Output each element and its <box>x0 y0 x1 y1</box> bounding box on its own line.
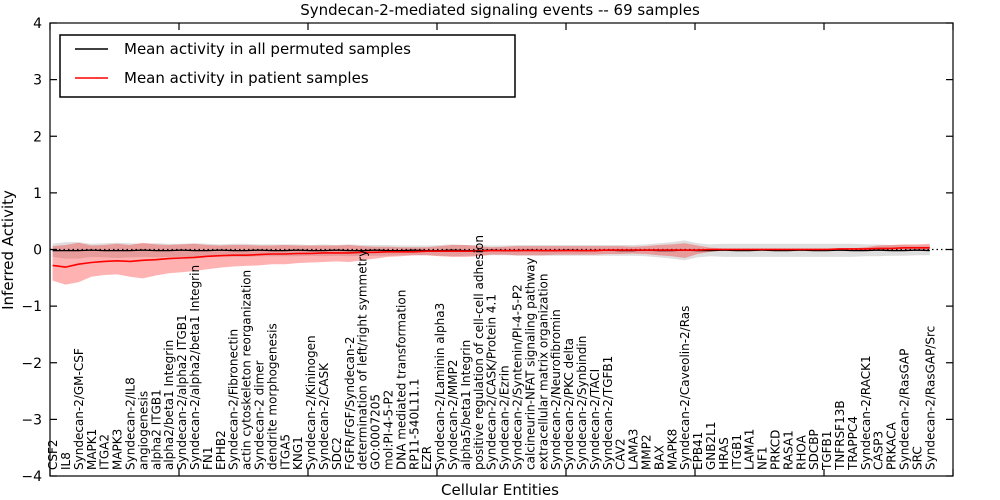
category-label: determination of left/right symmetry <box>356 250 370 470</box>
category-label: Syndecan-2/CASK <box>317 362 331 470</box>
category-label: Syndecan-2/IL8 <box>124 377 138 470</box>
category-label: MAPK3 <box>111 429 125 470</box>
category-label: FGFR/FGF/Syndecan-2 <box>343 337 357 470</box>
category-label: Syndecan-2/Caveolin-2/Ras <box>678 306 692 470</box>
category-label: PRKACA <box>885 421 899 470</box>
y-tick-label: −3 <box>21 412 42 428</box>
category-label: EPHB2 <box>214 430 228 470</box>
category-label: TNFRSF13B <box>833 400 847 471</box>
category-label: HRAS <box>717 437 731 470</box>
series-lines <box>50 247 953 268</box>
category-label: Syndecan-2 dimer <box>253 360 267 470</box>
category-label: Syndecan-2/RasGAP <box>898 349 912 470</box>
category-label: EPB41 <box>691 432 705 470</box>
category-label: ITGB1 <box>730 434 744 470</box>
category-label: extracellular matrix organization <box>536 274 550 471</box>
category-label: actin cytoskeleton reorganization <box>240 270 254 470</box>
axis-ticks <box>49 22 954 477</box>
x-axis-label: Cellular Entities <box>441 481 559 499</box>
category-label: Syndecan-2/Syntenin/PI-4-5-P2 <box>511 284 525 470</box>
category-label: RP11-540L11.1 <box>407 379 421 470</box>
category-label: Syndecan-2/alpha2/beta1 Integrin <box>188 265 202 470</box>
category-label: FN1 <box>201 446 215 470</box>
category-label: GO:0007205 <box>369 394 383 470</box>
y-tick-label: 2 <box>33 129 42 145</box>
legend-label-patient: Mean activity in patient samples <box>124 69 369 87</box>
category-label: MMP2 <box>640 434 654 470</box>
legend-box <box>59 34 516 98</box>
category-label: Syndecan-2/GM-CSF <box>72 348 86 470</box>
category-label: LAMA3 <box>627 429 641 470</box>
category-label: TGFB1 <box>820 431 834 471</box>
category-label: calcineurin-NFAT signaling pathway <box>523 257 537 470</box>
category-label: TRAPPC4 <box>846 416 860 471</box>
y-axis-label: Inferred Activity <box>0 190 17 310</box>
category-label: RHOA <box>794 434 808 470</box>
y-tick-label: 4 <box>33 16 42 32</box>
chart-title: Syndecan-2-mediated signaling events -- … <box>300 1 700 19</box>
category-label: Syndecan-2/Laminin alpha3 <box>433 303 447 470</box>
category-label: SDC2 <box>330 437 344 470</box>
category-label: ITGA5 <box>278 434 292 470</box>
category-label: ITGA2 <box>98 434 112 470</box>
category-label: MAPK8 <box>665 429 679 470</box>
patient-mean-line <box>52 247 930 268</box>
category-label: SDCBP <box>807 429 821 470</box>
category-label: CSF2 <box>46 439 60 470</box>
category-label: Syndecan-2/MMP2 <box>446 360 460 470</box>
category-label: Syndecan-2/TACI <box>588 369 602 470</box>
category-label: BAX <box>652 445 666 470</box>
legend-label-permuted: Mean activity in all permuted samples <box>124 40 411 58</box>
category-label: PRKCD <box>769 430 783 470</box>
category-label: alpha5/beta1 Integrin <box>459 340 473 470</box>
category-label: alpha2/beta1 Integrin <box>162 340 176 470</box>
category-label: KNG1 <box>291 436 305 470</box>
category-label: EZR <box>420 446 434 470</box>
category-label: IL8 <box>59 452 73 470</box>
category-label: SRC <box>910 446 924 470</box>
category-label: NF1 <box>756 446 770 470</box>
category-label: Syndecan-2/TGFB1 <box>601 356 615 470</box>
category-label: Syndecan-2/Ezrin <box>498 365 512 470</box>
category-label: Syndecan-2/Fibronectin <box>227 329 241 470</box>
category-label: angiogenesis <box>136 391 150 470</box>
category-label: Syndecan-2/Kininogen <box>304 335 318 470</box>
category-label: dendrite morphogenesis <box>265 323 279 470</box>
category-label: Syndecan-2/Synbindin <box>575 336 589 470</box>
patient-samples-range-band <box>52 242 930 285</box>
category-label: Syndecan-2/alpha2 ITGB1 <box>175 314 189 470</box>
y-tick-label: −2 <box>21 356 42 372</box>
category-label: Syndecan-2/RasGAP/Src <box>923 326 937 470</box>
y-tick-labels: −4 −3 −2 −1 0 1 2 3 4 <box>21 16 42 485</box>
category-label: CASP3 <box>872 431 886 470</box>
y-tick-label: 1 <box>33 186 42 202</box>
category-label: LAMA1 <box>743 429 757 470</box>
category-label: Syndecan-2/RACK1 <box>859 355 873 470</box>
category-label: DNA mediated transformation <box>394 290 408 470</box>
category-labels: CSF2IL8Syndecan-2/GM-CSFMAPK1ITGA2MAPK3S… <box>46 235 937 471</box>
category-label: Syndecan-2/Neurofibromin <box>549 309 563 470</box>
category-label: mol:PI-4-5-P2 <box>382 390 396 470</box>
legend: Mean activity in all permuted samples Me… <box>59 34 516 98</box>
category-label: Syndecan-2/PKC delta <box>562 338 576 470</box>
category-label: GNB2L1 <box>704 422 718 470</box>
y-tick-label: −4 <box>21 469 42 485</box>
y-tick-label: 0 <box>33 243 42 259</box>
category-label: positive regulation of cell-cell adhesio… <box>472 235 486 470</box>
category-label: CAV2 <box>614 438 628 470</box>
category-label: MAPK1 <box>85 429 99 470</box>
category-label: alpha2 ITGB1 <box>149 389 163 470</box>
y-tick-label: 3 <box>33 73 42 89</box>
category-label: RASA1 <box>781 430 795 470</box>
category-label: Syndecan-2/CASK/Protein 4.1 <box>485 294 499 470</box>
y-tick-label: −1 <box>21 299 42 315</box>
